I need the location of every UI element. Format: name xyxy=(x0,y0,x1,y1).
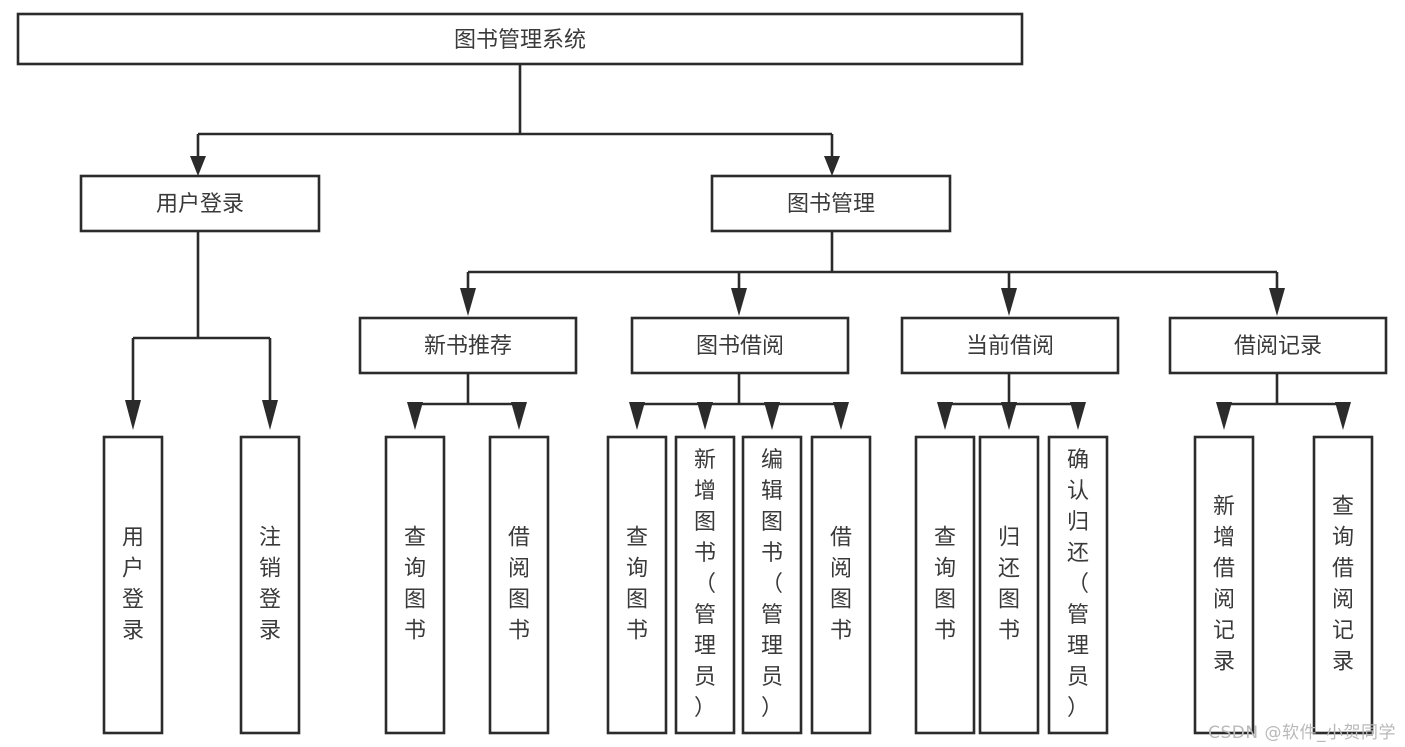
leaf-book-borrow-4[interactable]: 借阅图书 xyxy=(810,435,872,735)
node-new-book-recommend-label: 新书推荐 xyxy=(424,334,512,359)
arrow-book-mgmt-to-current xyxy=(1001,288,1017,316)
leaf-new-book-1-label: 查询图书 xyxy=(404,526,426,644)
leaf-book-borrow-3-box[interactable] xyxy=(741,435,803,735)
leaf-user-login-2[interactable]: 注销登录 xyxy=(239,435,301,735)
leaf-book-borrow-1-box[interactable] xyxy=(606,435,668,735)
arrow-user-login-leaf-2 xyxy=(262,400,278,430)
arrow-borrow-leaf-3 xyxy=(764,402,780,430)
leaf-borrow-record-2-box[interactable] xyxy=(1312,435,1374,735)
node-book-management-box[interactable] xyxy=(710,174,952,233)
arrow-book-mgmt-to-new-book xyxy=(460,288,476,316)
arrow-current-leaf-1 xyxy=(937,402,953,430)
node-root-box[interactable] xyxy=(16,12,1024,66)
leaf-new-book-2[interactable]: 借阅图书 xyxy=(488,435,550,735)
leaf-user-login-1-box[interactable] xyxy=(102,435,164,735)
node-new-book-recommend[interactable]: 新书推荐 xyxy=(358,316,578,375)
leaf-book-borrow-2[interactable]: 新增图书（管理员） xyxy=(674,435,736,735)
leaf-book-borrow-3[interactable]: 编辑图书（管理员） xyxy=(741,435,803,735)
arrow-book-mgmt-to-record xyxy=(1269,288,1285,316)
node-current-borrow-box[interactable] xyxy=(900,316,1120,375)
leaf-new-book-1[interactable]: 查询图书 xyxy=(384,435,446,735)
csdn-watermark: CSDN @软件_小贺同学 xyxy=(1208,723,1396,743)
leaf-book-borrow-2-box[interactable] xyxy=(674,435,736,735)
node-user-login-box[interactable] xyxy=(79,174,321,233)
node-borrow-record[interactable]: 借阅记录 xyxy=(1168,316,1388,375)
leaf-current-borrow-3[interactable]: 确认归还（管理员） xyxy=(1047,435,1109,735)
arrow-current-leaf-2 xyxy=(1001,402,1017,430)
node-root-label: 图书管理系统 xyxy=(454,28,586,53)
leaf-borrow-record-1-label: 新增借阅记录 xyxy=(1213,495,1235,675)
leaf-book-borrow-1[interactable]: 查询图书 xyxy=(606,435,668,735)
leaf-book-borrow-4-label: 借阅图书 xyxy=(830,526,852,644)
node-new-book-recommend-box[interactable] xyxy=(358,316,578,375)
leaf-book-borrow-3-label: 编辑图书（管理员） xyxy=(761,448,783,721)
node-user-login[interactable]: 用户登录 xyxy=(79,174,321,233)
arrow-user-login-leaf-1 xyxy=(125,400,141,430)
node-root[interactable]: 图书管理系统 xyxy=(16,12,1024,66)
leaf-new-book-2-label: 借阅图书 xyxy=(508,526,530,644)
leaf-user-login-1[interactable]: 用户登录 xyxy=(102,435,164,735)
leaf-book-borrow-4-box[interactable] xyxy=(810,435,872,735)
leaf-current-borrow-1[interactable]: 查询图书 xyxy=(914,435,976,735)
node-user-login-label: 用户登录 xyxy=(156,192,244,217)
leaf-user-login-2-box[interactable] xyxy=(239,435,301,735)
arrow-current-leaf-3 xyxy=(1070,402,1086,430)
arrow-record-leaf-1 xyxy=(1216,402,1232,430)
leaf-current-borrow-2[interactable]: 归还图书 xyxy=(978,435,1040,735)
arrow-borrow-leaf-1 xyxy=(629,402,645,430)
arrow-borrow-leaf-2 xyxy=(697,402,713,430)
node-book-borrow-box[interactable] xyxy=(630,316,850,375)
leaf-borrow-record-2[interactable]: 查询借阅记录 xyxy=(1312,435,1374,735)
node-book-borrow-label: 图书借阅 xyxy=(696,334,784,359)
leaf-borrow-record-1-box[interactable] xyxy=(1193,435,1255,735)
arrow-book-mgmt-to-borrow xyxy=(731,288,747,316)
arrow-record-leaf-2 xyxy=(1335,402,1351,430)
arrow-new-book-leaf-1 xyxy=(407,402,423,430)
leaf-current-borrow-1-label: 查询图书 xyxy=(934,526,956,644)
arrow-borrow-leaf-4 xyxy=(833,402,849,430)
leaf-current-borrow-2-label: 归还图书 xyxy=(998,526,1020,644)
node-borrow-record-box[interactable] xyxy=(1168,316,1388,375)
leaf-book-borrow-1-label: 查询图书 xyxy=(626,526,648,644)
node-current-borrow[interactable]: 当前借阅 xyxy=(900,316,1120,375)
node-borrow-record-label: 借阅记录 xyxy=(1234,334,1322,359)
leaf-current-borrow-1-box[interactable] xyxy=(914,435,976,735)
node-book-management-label: 图书管理 xyxy=(787,192,875,217)
leaf-new-book-2-box[interactable] xyxy=(488,435,550,735)
node-book-management[interactable]: 图书管理 xyxy=(710,174,952,233)
arrow-new-book-leaf-2 xyxy=(511,402,527,430)
leaf-user-login-2-label: 注销登录 xyxy=(259,526,281,644)
leaf-borrow-record-2-label: 查询借阅记录 xyxy=(1332,495,1354,675)
leaf-current-borrow-3-box[interactable] xyxy=(1047,435,1109,735)
arrow-root-to-user-login xyxy=(190,156,206,176)
leaf-current-borrow-3-label: 确认归还（管理员） xyxy=(1067,448,1089,721)
node-book-borrow[interactable]: 图书借阅 xyxy=(630,316,850,375)
arrow-root-to-book-mgmt xyxy=(824,156,840,176)
leaf-borrow-record-1[interactable]: 新增借阅记录 xyxy=(1193,435,1255,735)
leaf-current-borrow-2-box[interactable] xyxy=(978,435,1040,735)
leaf-new-book-1-box[interactable] xyxy=(384,435,446,735)
leaf-user-login-1-label: 用户登录 xyxy=(122,526,144,644)
node-current-borrow-label: 当前借阅 xyxy=(966,334,1054,359)
leaf-book-borrow-2-label: 新增图书（管理员） xyxy=(694,448,716,721)
connector-layer xyxy=(125,64,1351,430)
